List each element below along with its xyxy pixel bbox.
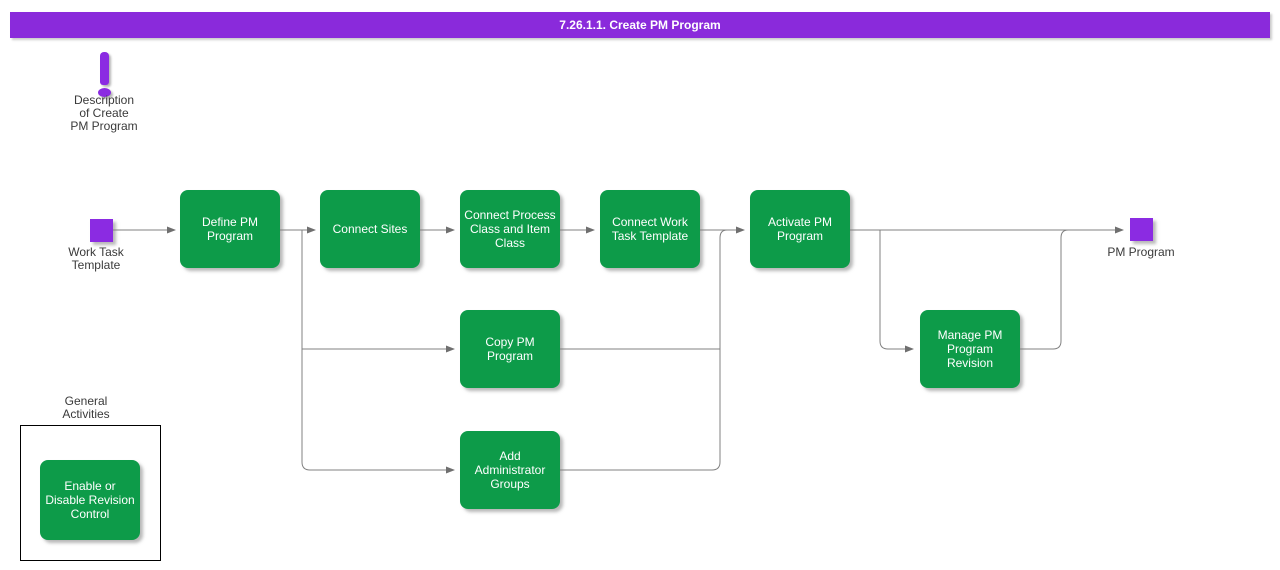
description-note-label: Description of Create PM Program xyxy=(70,93,138,133)
activity-connect-sites[interactable]: Connect Sites xyxy=(320,190,420,268)
activity-enable-or-disable-revision-control[interactable]: Enable or Disable Revision Control xyxy=(40,460,140,540)
event-pm-program-label: PM Program xyxy=(1107,245,1175,259)
activity-copy-pm-program[interactable]: Copy PM Program xyxy=(460,310,560,388)
general-activities-group-box xyxy=(20,425,161,561)
page-title: 7.26.1.1. Create PM Program xyxy=(559,18,721,32)
activity-connect-process-class-and-item-class[interactable]: Connect Process Class and Item Class xyxy=(460,190,560,268)
general-activities-group-label: General Activities xyxy=(62,394,110,421)
activity-add-administrator-groups[interactable]: Add Administrator Groups xyxy=(460,431,560,509)
activity-manage-pm-program-revision[interactable]: Manage PM Program Revision xyxy=(920,310,1020,388)
event-pm-program[interactable] xyxy=(1130,218,1153,241)
exclamation-bar xyxy=(100,52,109,85)
event-work-task-template-label: Work Task Template xyxy=(68,245,124,272)
diagram-title-banner: 7.26.1.1. Create PM Program xyxy=(10,12,1270,38)
activity-connect-work-task-template[interactable]: Connect Work Task Template xyxy=(600,190,700,268)
activity-activate-pm-program[interactable]: Activate PM Program xyxy=(750,190,850,268)
activity-define-pm-program[interactable]: Define PM Program xyxy=(180,190,280,268)
description-exclamation-icon[interactable] xyxy=(96,50,120,100)
exclamation-dot xyxy=(98,88,111,97)
event-work-task-template[interactable] xyxy=(90,219,113,242)
